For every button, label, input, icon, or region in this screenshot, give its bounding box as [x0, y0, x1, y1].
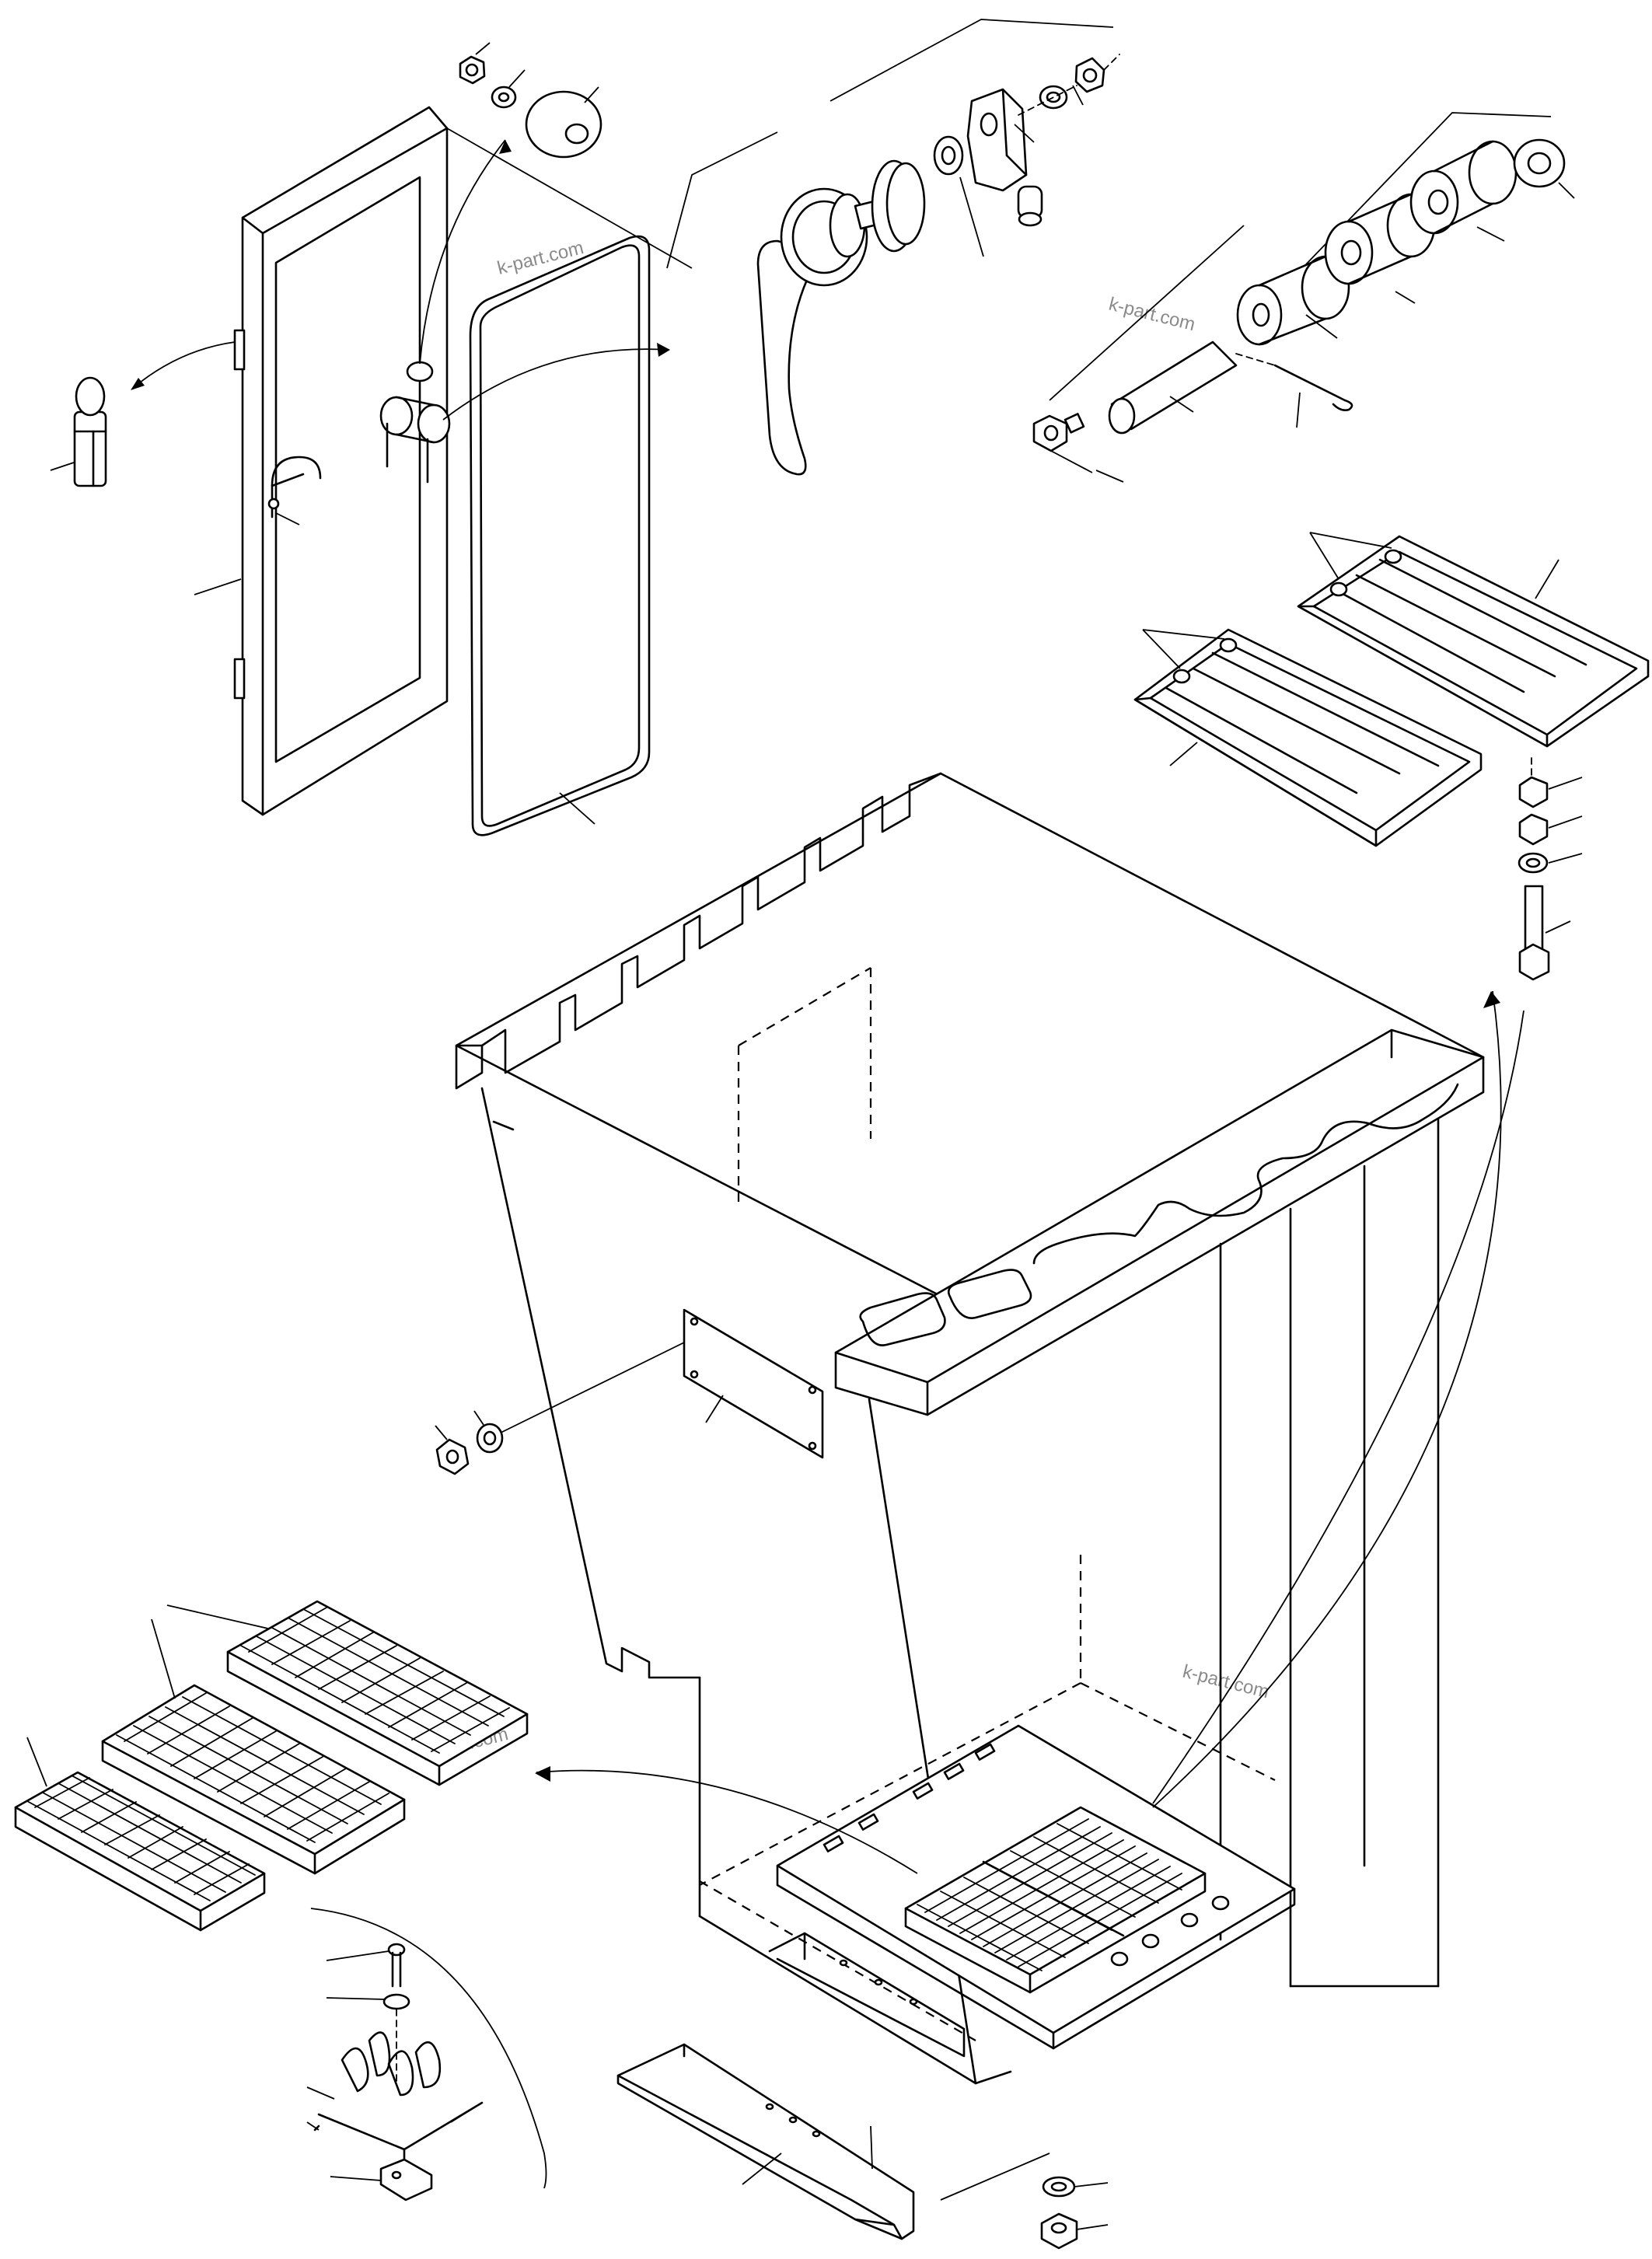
door-stopper-bushing [459, 42, 602, 159]
cover-bracket [616, 2043, 1109, 2250]
cab-box-body [455, 772, 1525, 2085]
watermark-3: k-part.com [1181, 1661, 1272, 1703]
floor-plate-perforation [917, 1818, 1182, 1971]
door-seal [469, 235, 651, 836]
step-plates [14, 1600, 529, 1932]
tool-tray-left [1133, 628, 1483, 847]
door-hinge-pin [50, 341, 236, 487]
door-handle-assembly [446, 19, 1124, 483]
name-plate [435, 1308, 824, 1475]
watermark-1: k-part.com [495, 237, 586, 279]
step-mounting-hardware [306, 1908, 547, 2201]
mounting-nut-washer-bolt [1518, 757, 1583, 981]
door-panel [194, 106, 670, 816]
door-latch-knob [379, 396, 451, 484]
watermark-2: k-part.com [1107, 294, 1198, 336]
tool-tray-right [1297, 532, 1650, 748]
door-damper-assembly [1032, 112, 1575, 473]
